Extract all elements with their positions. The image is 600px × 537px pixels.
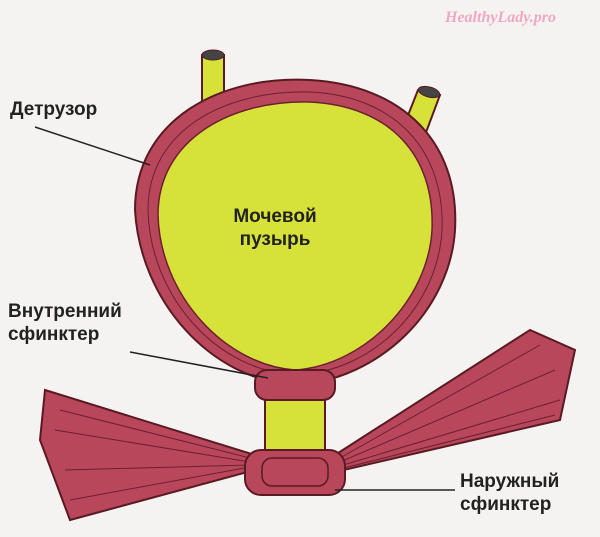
label-external-line2: сфинктер [460,494,552,515]
label-bladder-line1: Мочевой [233,206,317,227]
watermark: HealthyLady.pro [445,9,556,26]
label-detrusor: Детрузор [10,99,98,120]
internal-sphincter-leader [129,351,269,379]
label-external-sphincter: Наружный сфинктер [460,470,559,516]
label-bladder: Мочевой пузырь [230,205,320,251]
internal-sphincter [254,369,336,401]
label-bladder-line2: пузырь [239,229,311,250]
bladder [157,101,433,371]
label-internal-line1: Внутренний [8,301,122,322]
label-external-line1: Наружный [460,471,560,492]
label-internal-sphincter: Внутренний сфинктер [8,300,122,346]
detrusor-leader [34,126,151,166]
label-internal-line2: сфинктер [8,324,100,345]
external-sphincter [244,449,346,496]
pelvic-floor-muscle-left [38,388,256,522]
